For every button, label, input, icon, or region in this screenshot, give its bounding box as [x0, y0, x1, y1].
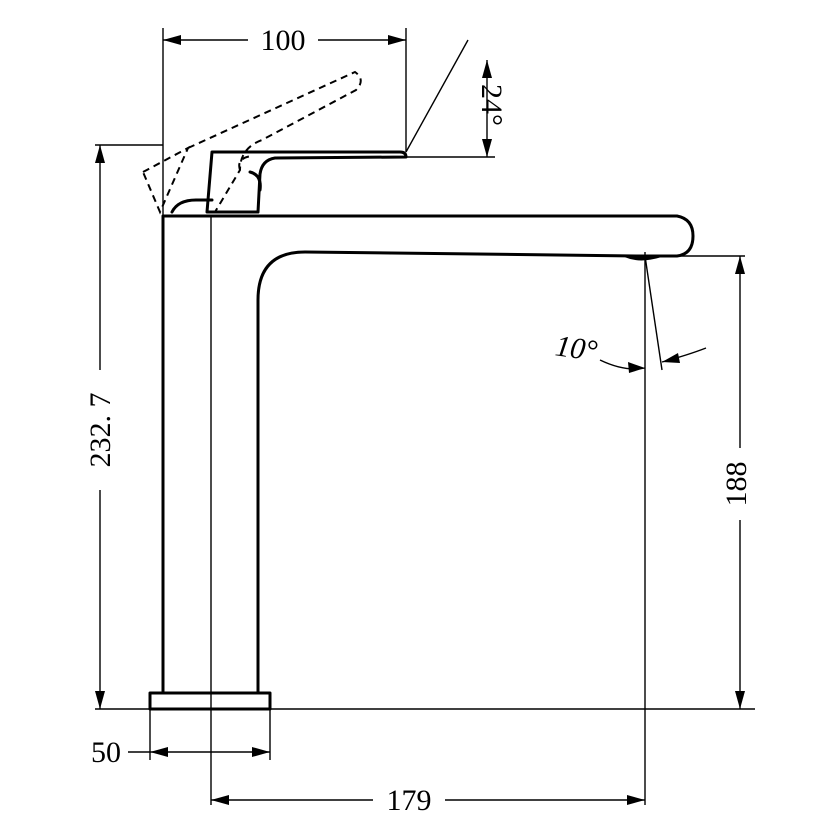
base-plate: [148, 691, 272, 711]
dim-label-10deg: 10°: [553, 329, 599, 368]
handle-detail: [248, 170, 262, 192]
dim-label-24deg: 24°: [475, 84, 508, 126]
dim-total-height: 232. 7: [84, 145, 117, 709]
handle: [205, 150, 408, 214]
spout-body: [161, 214, 695, 695]
handle-open-position: [141, 70, 362, 215]
dim-label-50: 50: [91, 736, 121, 769]
dim-spout-reach: 179: [211, 784, 645, 817]
dim-spout-angle: 10°: [553, 329, 707, 373]
faucet-outline: [148, 150, 695, 711]
cartridge: [170, 198, 214, 214]
dim-label-188: 188: [720, 462, 753, 507]
dim-base-width: 50: [91, 736, 270, 769]
dim-spout-height: 188: [720, 256, 753, 709]
aerator: [624, 254, 662, 261]
dim-label-232-7: 232. 7: [84, 393, 117, 468]
dim-label-100: 100: [261, 24, 306, 57]
dim-handle-angle: 24°: [475, 60, 508, 157]
dim-label-179: 179: [387, 784, 432, 817]
dim-handle-length: 100: [163, 24, 406, 57]
